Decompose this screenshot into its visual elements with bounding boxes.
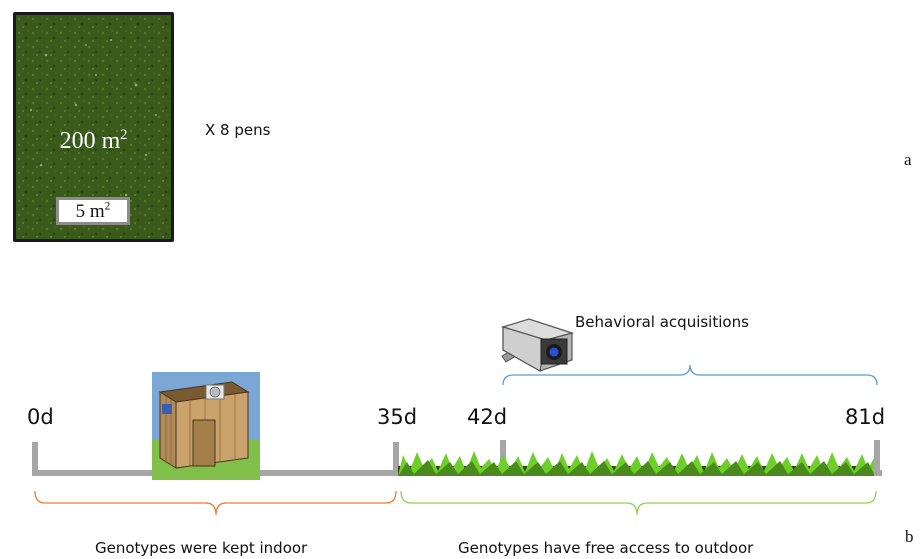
behavior-brace: [502, 364, 878, 386]
day-label-42d: 42d: [467, 405, 508, 429]
shed-icon: [152, 372, 260, 480]
pen-multiplier-label: X 8 pens: [205, 121, 271, 139]
panel-b-label: b: [905, 527, 914, 546]
indoor-caption: Genotypes were kept indoor: [95, 539, 308, 557]
sub-area-box: 5 m2: [56, 197, 130, 225]
outdoor-caption: Genotypes have free access to outdoor: [458, 539, 754, 557]
panel-a-label: a: [904, 150, 912, 169]
pen-area-label: 200 m2: [59, 127, 128, 154]
tick-81d: [874, 440, 880, 476]
indoor-brace: [34, 490, 397, 516]
grass-strip: [398, 451, 874, 476]
camera-icon: [500, 318, 575, 372]
pen-diagram: 200 m2 5 m2: [13, 12, 174, 242]
day-label-81d: 81d: [845, 405, 886, 429]
day-label-35d: 35d: [377, 405, 418, 429]
tick-0d: [32, 442, 38, 476]
day-label-0d: 0d: [27, 405, 54, 429]
outdoor-brace: [400, 490, 877, 516]
tick-35d: [393, 442, 399, 476]
behavior-label: Behavioral acquisitions: [575, 313, 749, 331]
